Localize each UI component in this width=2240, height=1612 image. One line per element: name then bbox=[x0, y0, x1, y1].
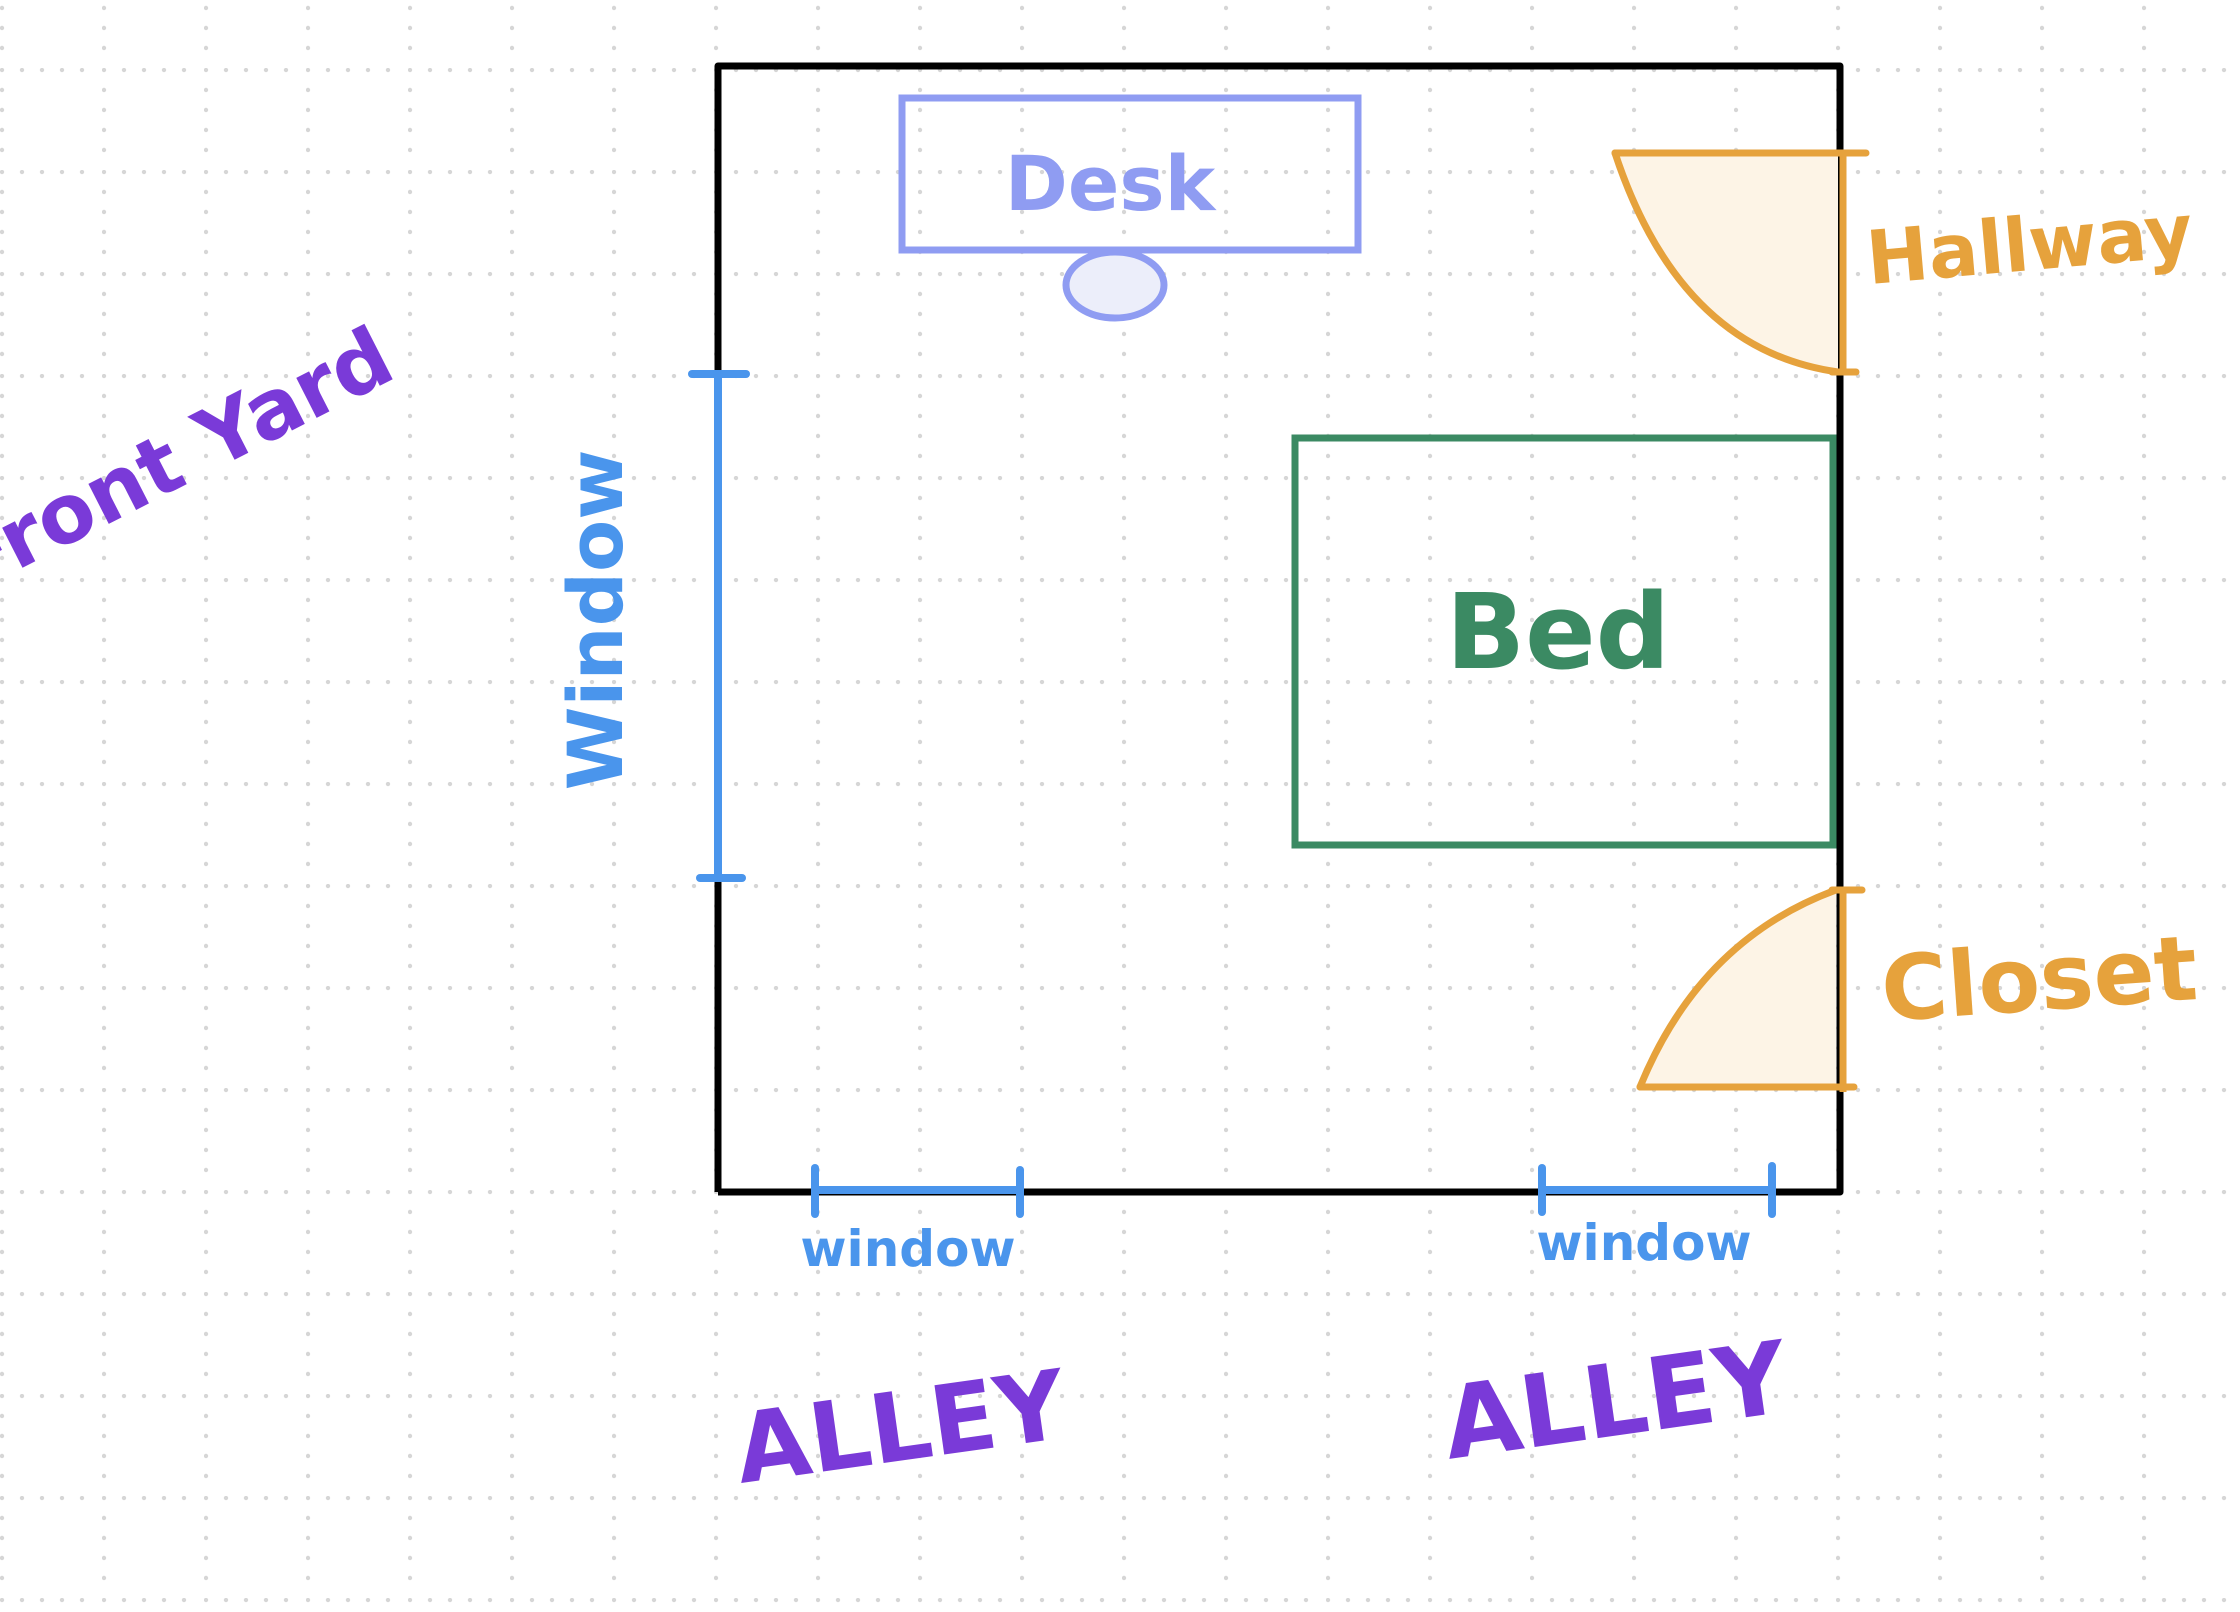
hallway-door bbox=[1611, 149, 1870, 376]
closet-door bbox=[1636, 886, 1866, 1092]
bed-label: Bed bbox=[1446, 571, 1670, 693]
closet-label: Closet bbox=[1878, 916, 2201, 1043]
bottom-window-2-label: window bbox=[1536, 1214, 1751, 1272]
desk-chair bbox=[1062, 248, 1168, 322]
left-window bbox=[688, 370, 750, 882]
bottom-window-1 bbox=[811, 1164, 1024, 1218]
bottom-window-1-label: window bbox=[800, 1220, 1015, 1278]
bed: Bed bbox=[1291, 434, 1837, 849]
desk-label: Desk bbox=[1005, 139, 1217, 228]
left-window-label: Window bbox=[551, 450, 640, 791]
bottom-window-2 bbox=[1538, 1162, 1776, 1218]
